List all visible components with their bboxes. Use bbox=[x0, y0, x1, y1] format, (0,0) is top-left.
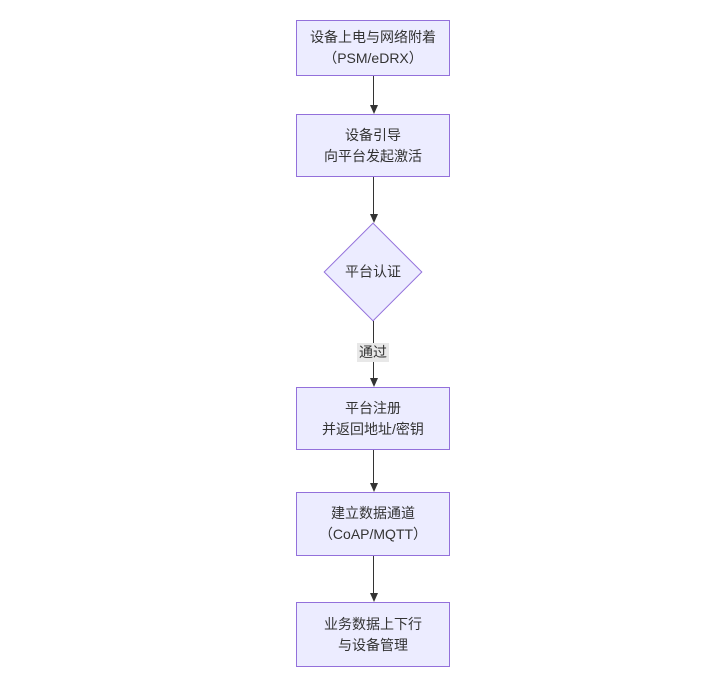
edge-b-c bbox=[369, 177, 378, 223]
node-text-line: 建立数据通道 bbox=[331, 505, 415, 521]
arrowhead-icon bbox=[369, 214, 378, 223]
edge-line bbox=[373, 450, 374, 483]
arrowhead-icon bbox=[369, 105, 378, 114]
node-text-line: 平台注册 bbox=[345, 399, 401, 416]
node-data-channel: 建立数据通道 （CoAP/MQTT） bbox=[296, 492, 450, 556]
node-text-line: 设备上电与网络附着 bbox=[310, 29, 436, 45]
node-platform-register: 平台注册 并返回地址/密钥 bbox=[296, 387, 450, 450]
node-text-line: 向平台发起激活 bbox=[324, 147, 422, 164]
arrowhead-icon bbox=[369, 483, 378, 492]
decision-label: 平台认证 bbox=[345, 263, 401, 280]
edge-e-f bbox=[369, 556, 378, 602]
node-text-line: 业务数据上下行 bbox=[324, 615, 422, 632]
edge-label-pass: 通过 bbox=[357, 343, 389, 362]
node-text-line: 与设备管理 bbox=[338, 636, 408, 653]
arrowhead-icon bbox=[369, 593, 378, 602]
edge-a-b bbox=[369, 76, 378, 114]
edge-d-e bbox=[369, 450, 378, 492]
edge-line bbox=[373, 177, 374, 214]
node-device-bootstrap: 设备引导 向平台发起激活 bbox=[296, 114, 450, 177]
node-business-data: 业务数据上下行 与设备管理 bbox=[296, 602, 450, 667]
node-text-line: 并返回地址/密钥 bbox=[322, 420, 424, 437]
node-text-line: （CoAP/MQTT） bbox=[318, 526, 428, 542]
node-text-line: 设备引导 bbox=[345, 126, 401, 143]
arrowhead-icon bbox=[369, 378, 378, 387]
node-power-on-network-attach: 设备上电与网络附着 （PSM/eDRX） bbox=[296, 20, 450, 76]
node-text-line: （PSM/eDRX） bbox=[323, 50, 423, 66]
edge-line bbox=[373, 76, 374, 105]
edge-line bbox=[373, 556, 374, 593]
